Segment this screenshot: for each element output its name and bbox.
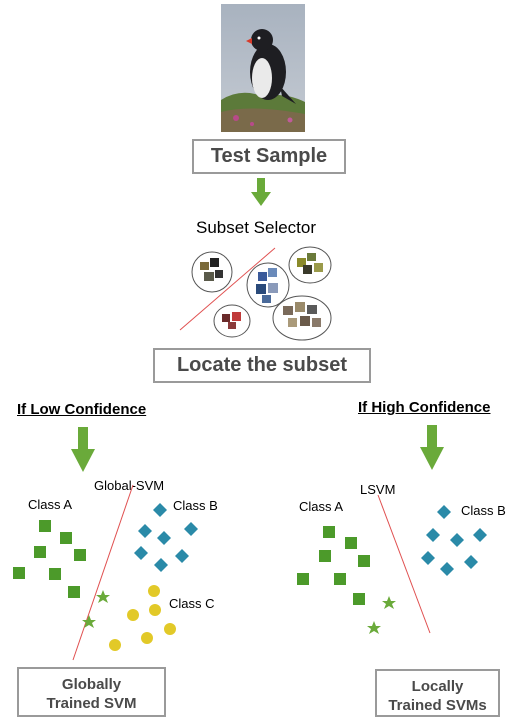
star-marker xyxy=(96,590,110,603)
cluster-thumbnail-icon xyxy=(191,251,233,293)
circle-marker xyxy=(148,585,160,597)
diamond-marker xyxy=(138,524,152,538)
locally-trained-box: Locally Trained SVMs xyxy=(375,669,500,717)
circle-marker xyxy=(164,623,176,635)
diamond-marker xyxy=(450,533,464,547)
cluster-thumbnail-icon xyxy=(272,295,332,341)
diamond-marker xyxy=(153,503,167,517)
square-marker xyxy=(74,549,86,561)
left-class-b-label: Class B xyxy=(173,498,218,513)
square-marker xyxy=(358,555,370,567)
locate-subset-label: Locate the subset xyxy=(176,354,348,376)
down-arrow-icon xyxy=(251,178,271,206)
right-class-b-label: Class B xyxy=(461,503,506,518)
square-marker xyxy=(49,568,61,580)
diamond-marker xyxy=(473,528,487,542)
subset-divider-line xyxy=(179,247,276,331)
test-sample-box: Test Sample xyxy=(192,139,346,174)
diamond-marker xyxy=(437,505,451,519)
star-marker xyxy=(82,615,96,628)
square-marker xyxy=(297,573,309,585)
globally-trained-line1: Globally xyxy=(61,676,122,693)
square-marker xyxy=(60,532,72,544)
circle-marker xyxy=(109,639,121,651)
lsvm-boundary xyxy=(377,494,431,634)
diamond-marker xyxy=(426,528,440,542)
square-marker xyxy=(334,573,346,585)
diamond-marker xyxy=(175,549,189,563)
square-marker xyxy=(353,593,365,605)
circle-marker xyxy=(149,604,161,616)
test-sample-label: Test Sample xyxy=(210,145,328,167)
circle-marker xyxy=(141,632,153,644)
diamond-marker xyxy=(440,562,454,576)
left-class-c-label: Class C xyxy=(169,596,215,611)
right-class-a-label: Class A xyxy=(299,499,344,514)
square-marker xyxy=(323,526,335,538)
down-arrow-icon xyxy=(71,427,95,472)
global-svm-boundary xyxy=(72,484,134,661)
diamond-marker xyxy=(464,555,478,569)
global-svm-label: Global-SVM xyxy=(94,478,165,493)
star-marker xyxy=(382,596,396,609)
locally-trained-line1: Locally xyxy=(411,678,464,695)
locate-subset-box: Locate the subset xyxy=(153,348,371,383)
left-class-a-label: Class A xyxy=(28,497,73,512)
square-marker xyxy=(345,537,357,549)
diamond-marker xyxy=(421,551,435,565)
square-marker xyxy=(68,586,80,598)
star-marker xyxy=(367,621,381,634)
cluster-thumbnail-icon xyxy=(246,262,290,308)
circle-marker xyxy=(127,609,139,621)
diamond-marker xyxy=(154,558,168,572)
diamond-marker xyxy=(134,546,148,560)
right-confidence-header: If High Confidence xyxy=(358,399,491,416)
locally-trained-line2: Trained SVMs xyxy=(388,697,487,714)
square-marker xyxy=(34,546,46,558)
square-marker xyxy=(13,567,25,579)
diamond-marker xyxy=(184,522,198,536)
cluster-thumbnail-icon xyxy=(213,304,251,338)
cluster-thumbnail-icon xyxy=(288,246,332,284)
globally-trained-line2: Trained SVM xyxy=(46,695,137,712)
lsvm-label: LSVM xyxy=(360,482,396,497)
down-arrow-icon xyxy=(420,425,444,470)
square-marker xyxy=(319,550,331,562)
square-marker xyxy=(39,520,51,532)
subset-selector-label: Subset Selector xyxy=(196,218,317,237)
diamond-marker xyxy=(157,531,171,545)
globally-trained-box: Globally Trained SVM xyxy=(17,667,166,717)
left-confidence-header: If Low Confidence xyxy=(17,401,147,418)
